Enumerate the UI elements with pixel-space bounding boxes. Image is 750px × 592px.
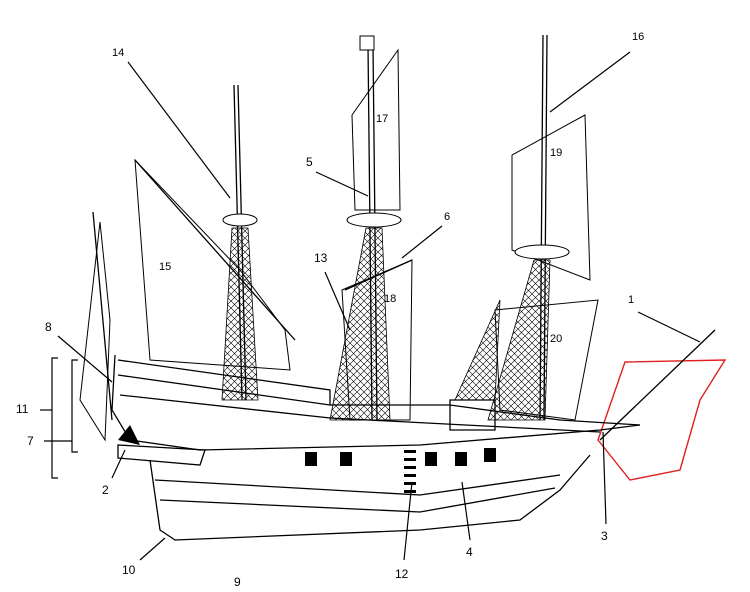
mizzen-sail [79,221,111,442]
label-15: 15 [159,261,171,273]
rigging [221,227,551,421]
label-9: 9 [234,575,241,589]
part-labels: 1 2 3 4 5 6 7 8 9 10 11 12 13 14 15 16 1… [16,31,644,589]
sail-19 [511,114,591,281]
label-4: 4 [466,545,473,559]
label-1: 1 [628,294,634,306]
label-18: 18 [384,293,396,305]
label-3: 3 [601,529,608,543]
sail-17 [351,48,401,211]
label-5: 5 [306,155,313,169]
label-12: 12 [395,567,409,581]
label-6: 6 [444,211,450,223]
sails [79,48,727,481]
label-8: 8 [45,320,52,334]
label-16: 16 [632,31,644,43]
label-11: 11 [16,402,29,416]
hull [111,354,641,541]
label-7: 7 [27,434,34,448]
label-20: 20 [550,333,562,345]
label-19: 19 [550,147,562,159]
leader-lines [40,51,701,561]
label-10: 10 [122,563,136,577]
label-2: 2 [102,483,109,497]
label-14: 14 [112,47,124,59]
label-17: 17 [376,113,388,125]
spritsail [597,359,727,481]
label-13: 13 [314,251,328,265]
